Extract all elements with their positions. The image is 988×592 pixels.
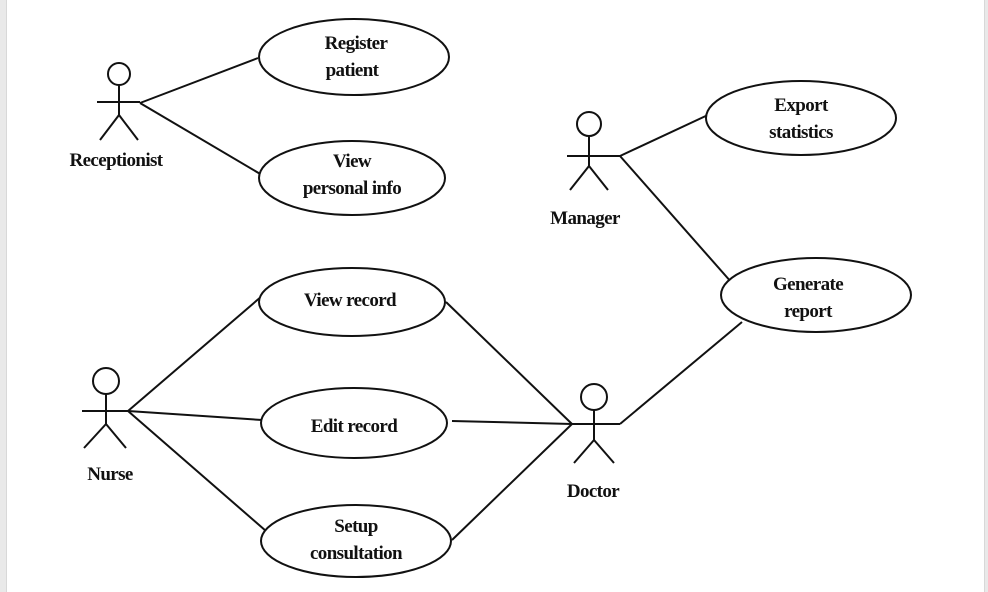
actor-receptionist-label: Receptionist (69, 150, 163, 171)
use-case-view-personal-info[interactable]: View personal info (258, 140, 446, 216)
window-frame-right (984, 0, 988, 592)
use-case-view-personal-info-line-1: View (333, 151, 372, 172)
associations (127, 57, 743, 541)
use-case-setup-consultation-ellipse (260, 504, 452, 578)
use-case-generate-report-line-2: report (784, 301, 833, 322)
use-case-export-statistics-ellipse (705, 80, 897, 156)
use-case-setup-consultation-line-2: consultation (310, 543, 403, 564)
use-case-export-statistics-line-1: Export (774, 95, 829, 116)
actor-receptionist[interactable]: Receptionist (69, 62, 164, 171)
assoc-doctor-view-record (445, 301, 573, 425)
assoc-doctor-generate (619, 321, 743, 425)
assoc-manager-export (619, 113, 711, 157)
use-case-view-personal-info-line-2: personal info (303, 178, 401, 199)
actor-nurse[interactable]: Nurse (82, 367, 134, 485)
stick-figure-icon (82, 367, 128, 449)
stick-figure-icon (567, 111, 620, 191)
use-case-view-record[interactable]: View record (258, 267, 446, 337)
use-case-generate-report[interactable]: Generate report (720, 257, 912, 333)
use-case-register[interactable]: Register patient (258, 18, 450, 96)
use-case-register-ellipse (258, 18, 450, 96)
actor-nurse-label: Nurse (87, 464, 133, 485)
use-case-view-record-ellipse (258, 267, 446, 337)
actor-doctor-label: Doctor (567, 481, 620, 502)
assoc-manager-generate (619, 155, 733, 284)
use-case-view-personal-info-ellipse (258, 140, 446, 216)
use-case-setup-consultation-line-1: Setup (334, 516, 377, 537)
assoc-nurse-edit-record (127, 410, 263, 421)
use-case-export-statistics-line-2: statistics (769, 122, 833, 143)
stick-figure-icon (97, 62, 140, 141)
actor-manager[interactable]: Manager (550, 111, 622, 229)
actor-doctor[interactable]: Doctor (567, 383, 621, 502)
use-case-edit-record-ellipse (260, 387, 448, 459)
use-case-edit-record-line-1: Edit record (311, 416, 398, 437)
use-case-generate-report-line-1: Generate (773, 274, 843, 295)
assoc-doctor-edit-record (451, 420, 573, 425)
stick-figure-icon (570, 383, 620, 464)
actor-manager-label: Manager (550, 208, 621, 229)
use-case-view-record-line-1: View record (304, 290, 397, 311)
assoc-receptionist-register (139, 57, 259, 104)
assoc-nurse-view-record (127, 295, 263, 412)
use-case-export-statistics[interactable]: Export statistics (705, 80, 897, 156)
use-case-setup-consultation[interactable]: Setup consultation (260, 504, 452, 578)
assoc-nurse-setup (127, 410, 267, 532)
assoc-doctor-setup (451, 423, 573, 541)
use-case-generate-report-ellipse (720, 257, 912, 333)
window-frame-left (0, 0, 7, 592)
use-case-register-line-1: Register (325, 33, 389, 54)
use-case-edit-record[interactable]: Edit record (260, 387, 448, 459)
use-case-register-line-2: patient (326, 60, 380, 81)
assoc-receptionist-view-personal (139, 102, 263, 176)
